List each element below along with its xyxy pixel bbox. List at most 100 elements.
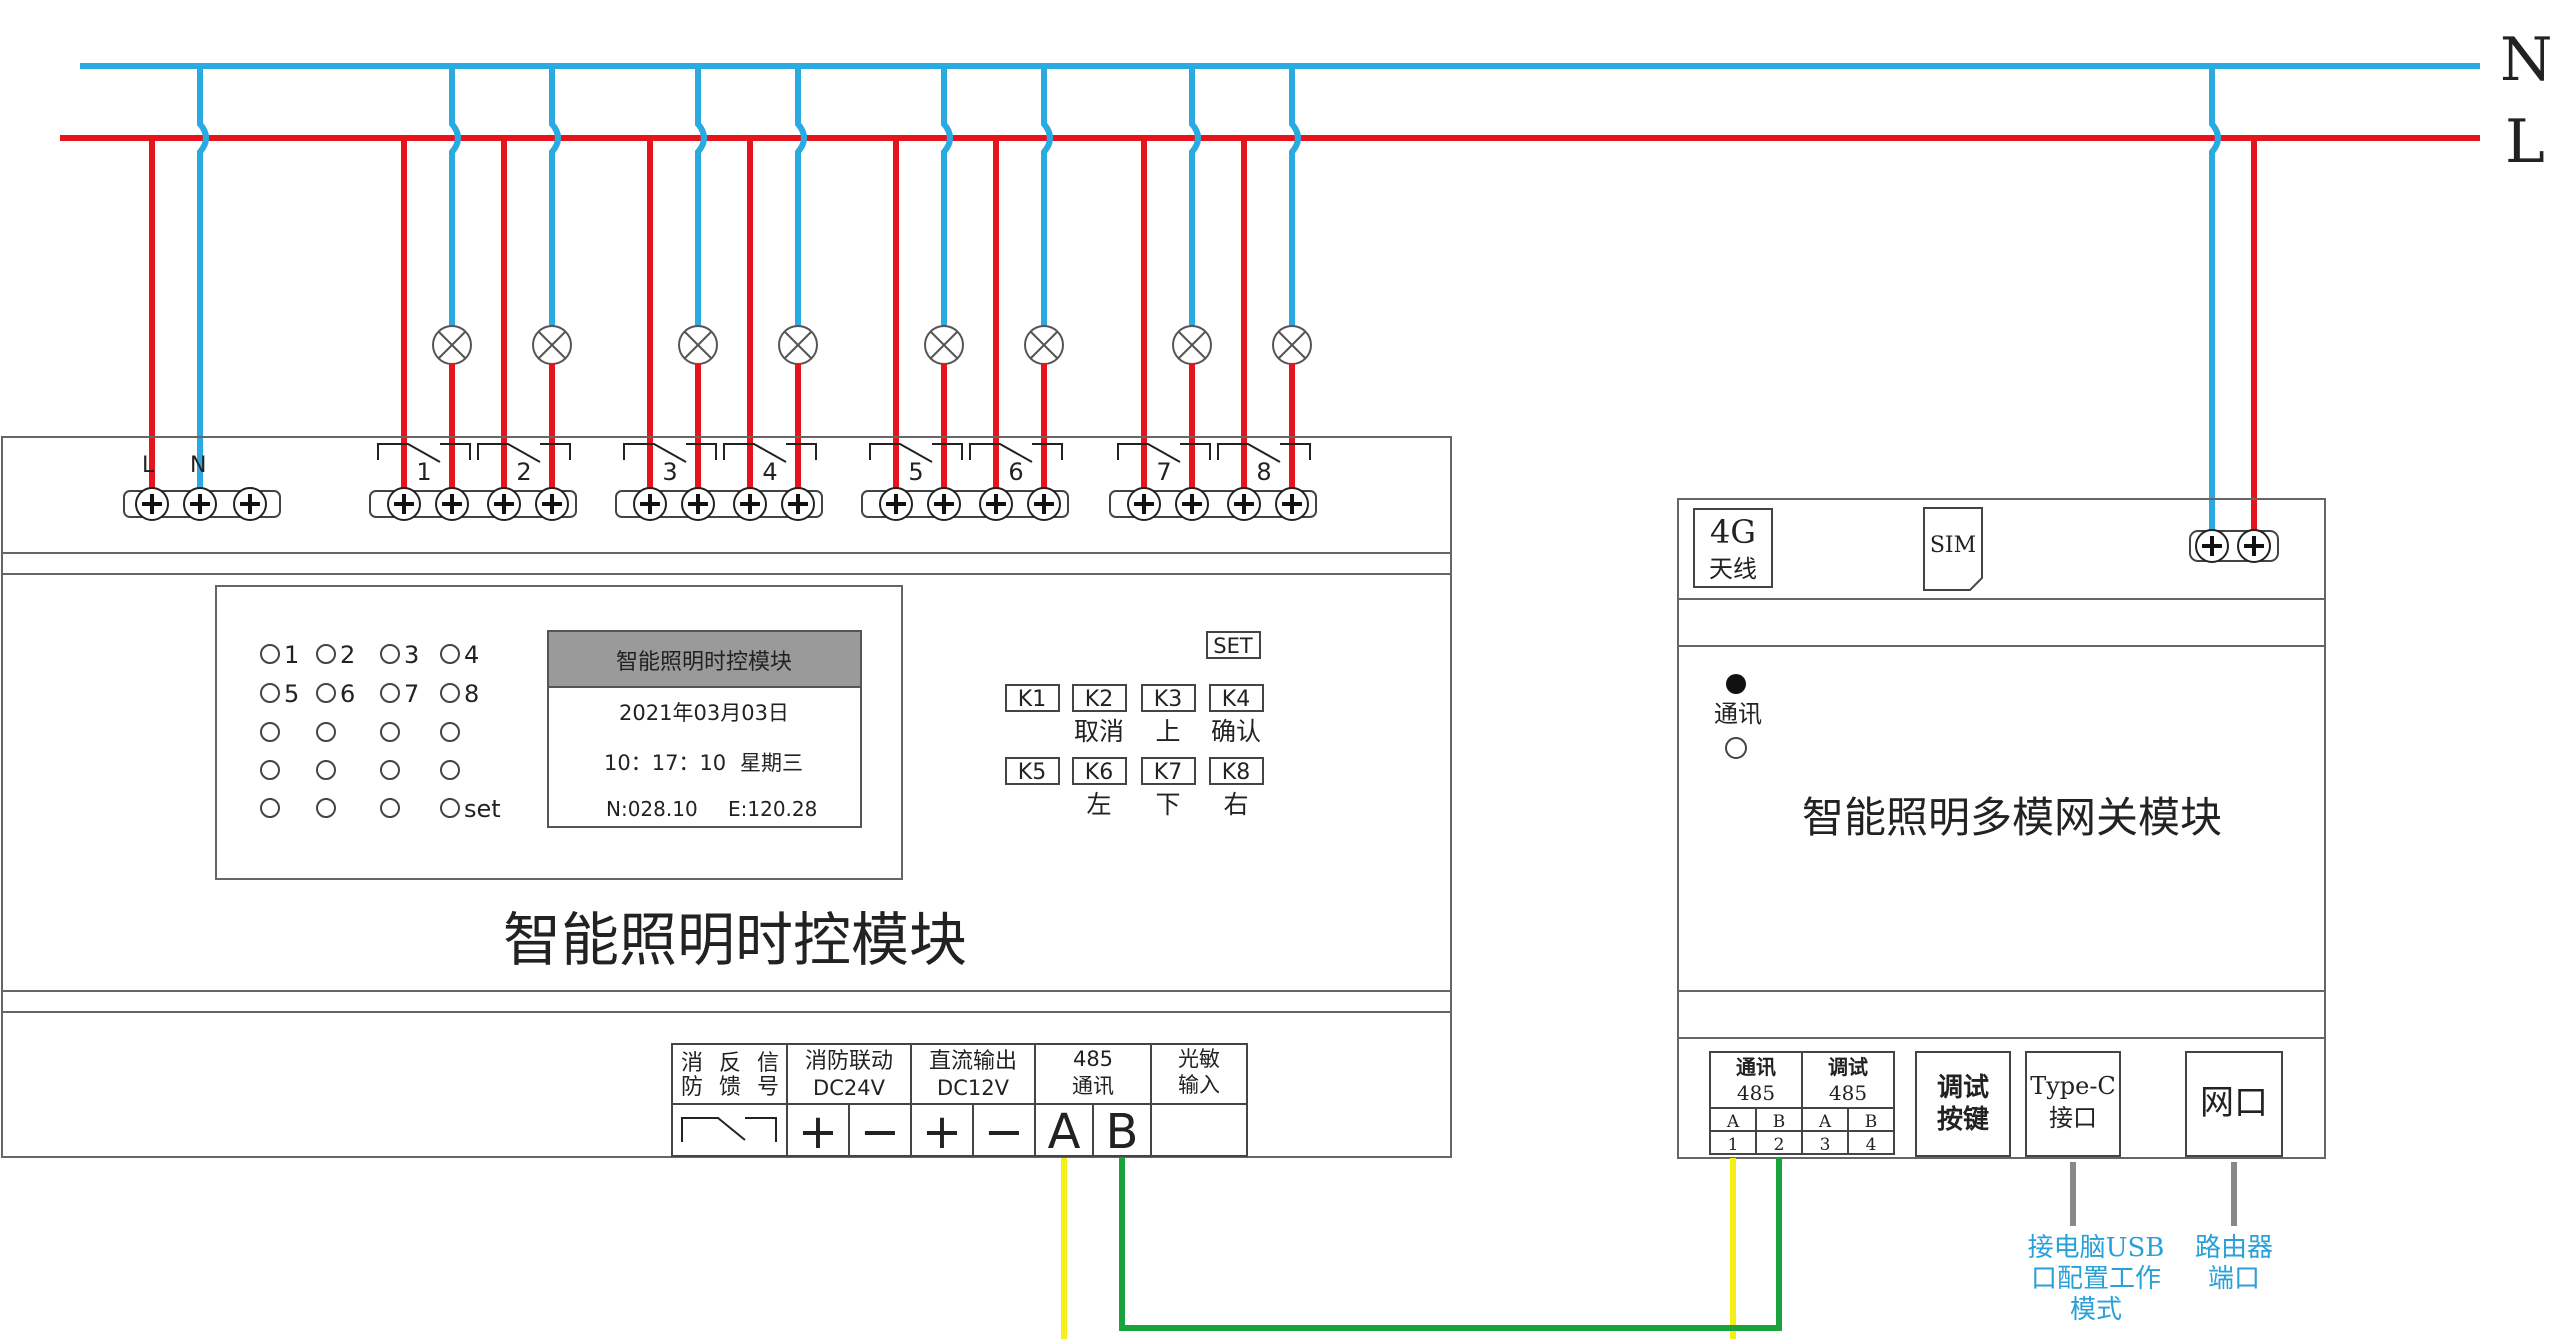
key-k6[interactable] [1072,757,1127,785]
front-panel [215,585,903,880]
relay-contact-symbol [623,443,717,463]
set-button-label: SET [1213,634,1253,658]
indicator-led [380,798,400,818]
neutral-wire [1189,66,1201,326]
fire-feedback-char-6: 号 [757,1075,779,1100]
key-k8[interactable] [1209,757,1264,785]
lcd-display: 智能照明时控模块 2021年03月03日 10：17：10 星期三 N:028.… [547,630,862,828]
pin-a-2: A [1818,1112,1832,1132]
led-label: 4 [464,641,479,669]
led-label: 2 [340,641,355,669]
led-label: 3 [404,641,419,669]
rs485-bus-wires [1061,1158,1782,1339]
key-function-label: 下 [1155,790,1180,819]
light-sensor-label: 光敏 [1178,1047,1220,1071]
antenna-4g-label: 4G [1710,513,1756,551]
rs485-terminal-table: 通讯 485 调试 485 A B A B 1 2 3 4 [1709,1051,1895,1155]
debug485-value: 485 [1829,1081,1867,1105]
key-id-label: K3 [1154,687,1182,712]
fire-link-minus: − [860,1104,900,1160]
key-k2[interactable] [1072,684,1127,712]
channel-label-2: 2 [516,458,531,486]
indicator-led [316,722,336,742]
comm485-label: 通讯 [1736,1055,1776,1079]
neutral-wire [1289,66,1301,326]
key-function-label: 确认 [1211,717,1261,746]
usb-note-line-3: 模式 [2070,1295,2122,1325]
key-k4[interactable] [1209,684,1264,712]
dc-output-voltage: DC12V [937,1076,1010,1100]
neutral-wire [549,66,561,326]
lcd-header: 智能照明时控模块 [616,650,792,675]
dc-output-plus: + [922,1104,962,1160]
relay-contact-symbol [377,443,471,463]
comm-led-label: 通讯 [1714,700,1762,728]
indicator-led [316,683,336,703]
key-k7[interactable] [1141,757,1196,785]
terminal-block [861,490,1069,518]
lamp-icon [432,325,472,365]
relay-contact-symbol [869,443,963,463]
key-function-label: 取消 [1074,717,1124,746]
rs485-b-wire [1119,1158,1782,1331]
relay-out-screw-4 [781,487,815,521]
sim-slot [1923,507,1983,591]
indicator-led [440,798,460,818]
relay-out-screw-1 [435,487,469,521]
set-button[interactable] [1206,631,1261,659]
rs485-comm-label: 通讯 [1072,1074,1114,1098]
neutral-wire [941,66,953,326]
fire-link-plus: + [798,1104,838,1160]
relay-out-screw-2 [535,487,569,521]
debug-button[interactable] [1915,1051,2011,1157]
comm485-value: 485 [1737,1081,1775,1105]
key-k5[interactable] [1005,757,1060,785]
gateway-module-body [1677,498,2326,1159]
indicator-led [380,683,400,703]
terminal-label-n: N [190,453,206,478]
debug-button-label-2: 按键 [1937,1104,1989,1135]
terminal-screw-n [183,487,217,521]
gateway-module-title: 智能照明多模网关模块 [1802,793,2222,842]
key-id-label: K7 [1154,760,1182,785]
antenna-label: 天线 [1709,555,1757,583]
fire-feedback-contact-symbol [681,1117,777,1142]
led-label: 7 [404,680,419,708]
terminal-screw-l [135,487,169,521]
rs485-b-terminal: B [1106,1104,1139,1160]
neutral-wire [1041,66,1053,326]
power-bus: N L [60,25,2553,177]
relay-in-screw-2 [487,487,521,521]
usb-note-line-1: 接电脑USB [2028,1233,2165,1263]
neutral-bus-label: N [2500,25,2553,95]
lcd-weekday: 星期三 [740,751,803,775]
lamp-icon [1024,325,1064,365]
typec-port [2025,1051,2121,1157]
neutral-wire [449,66,461,326]
antenna-port [1693,508,1773,588]
relay-out-screw-3 [681,487,715,521]
channel-label-7: 7 [1156,458,1171,486]
pin-b-1: B [1773,1112,1786,1132]
led-label: 8 [464,680,479,708]
key-k3[interactable] [1141,684,1196,712]
router-note-line-1: 路由器 [2195,1233,2273,1263]
fire-feedback-char-2: 反 [719,1051,741,1076]
relay-in-screw-7 [1127,487,1161,521]
key-k1[interactable] [1005,684,1060,712]
dc-output-label: 直流输出 [929,1049,1017,1074]
relay-out-screw-8 [1275,487,1309,521]
led-label: set [464,795,501,823]
pin-number-2: 2 [1774,1135,1785,1155]
lamp-icon [1272,325,1312,365]
rs485-a-terminal: A [1048,1104,1081,1160]
indicator-led [260,683,280,703]
indicator-led [316,760,336,780]
relay-out-screw-7 [1175,487,1209,521]
lamp-icon [678,325,718,365]
